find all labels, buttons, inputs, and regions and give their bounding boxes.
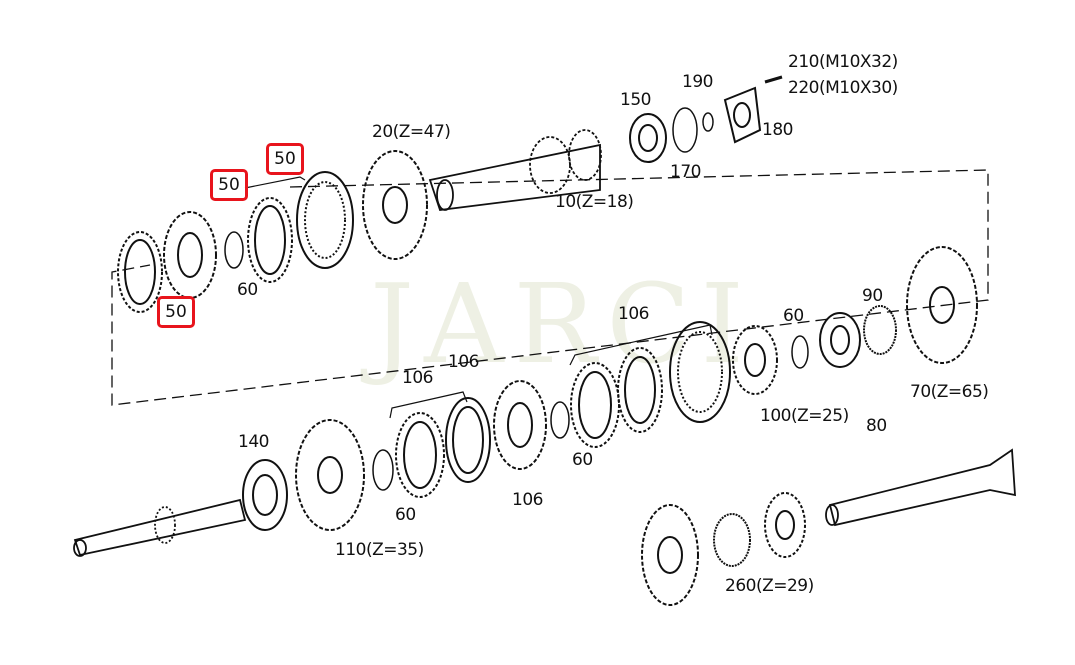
- ring-60d: [372, 449, 394, 491]
- gear-260: [764, 492, 806, 558]
- needle-bearing-90: [863, 305, 897, 355]
- label-90: 90: [862, 286, 883, 306]
- gear-20: [362, 150, 428, 260]
- label-220: 220(M10X30): [788, 78, 898, 98]
- gear-70: [906, 246, 978, 364]
- sleeve-106: [669, 321, 731, 423]
- cover-180: [723, 86, 762, 144]
- label-210: 210(M10X32): [788, 52, 898, 72]
- label-106: 106: [402, 368, 433, 388]
- needle-bearing: [713, 513, 751, 567]
- synchro-ring-106b: [617, 347, 663, 433]
- highlight-50: 50: [210, 169, 248, 201]
- pinion-shaft: [825, 448, 1016, 527]
- label-60: 60: [572, 450, 593, 470]
- label-150: 150: [620, 90, 651, 110]
- bracket-106: [569, 324, 713, 366]
- bearing-140: [242, 459, 288, 531]
- highlight-50: 50: [266, 143, 304, 175]
- label-106: 106: [512, 490, 543, 510]
- gear-100: [732, 325, 778, 395]
- highlight-50: 50: [157, 296, 195, 328]
- bracket-106b: [389, 391, 468, 419]
- label-shaft-10: 10(Z=18): [555, 192, 634, 212]
- label-140: 140: [238, 432, 269, 452]
- synchro-ring-left: [117, 231, 163, 313]
- ring-60c: [550, 401, 570, 439]
- ring-170: [672, 107, 698, 153]
- label-80: 80: [866, 416, 887, 436]
- bracket-50: [244, 176, 306, 189]
- synchro-ring-106c: [395, 412, 445, 498]
- gear-110: [295, 419, 365, 531]
- label-gear-70: 70(Z=65): [910, 382, 989, 402]
- gear-lower-left: [641, 504, 699, 606]
- label-180: 180: [762, 120, 793, 140]
- synchro-ring-106d: [445, 397, 491, 483]
- bolt: [764, 75, 783, 84]
- assembly-dashed-line: [111, 169, 989, 406]
- synchro-ring-106: [570, 362, 620, 448]
- label-60: 60: [395, 505, 416, 525]
- label-190: 190: [682, 72, 713, 92]
- label-gear-100: 100(Z=25): [760, 406, 849, 426]
- label-106: 106: [618, 304, 649, 324]
- sleeve: [296, 171, 354, 269]
- label-106: 106: [448, 352, 479, 372]
- output-shaft: [73, 498, 247, 557]
- label-60: 60: [783, 306, 804, 326]
- label-60: 60: [237, 280, 258, 300]
- collar-80: [819, 312, 861, 368]
- hub-106: [493, 380, 547, 470]
- label-gear-110: 110(Z=35): [335, 540, 424, 560]
- ring-190: [702, 112, 714, 132]
- shaft-10: [428, 129, 602, 211]
- label-gear-20: 20(Z=47): [372, 122, 451, 142]
- snap-ring: [224, 231, 244, 269]
- hub-left: [163, 211, 217, 299]
- label-gear-260: 260(Z=29): [725, 576, 814, 596]
- ring-60: [791, 335, 809, 369]
- label-170: 170: [670, 162, 701, 182]
- bearing-150: [629, 113, 667, 163]
- synchro-ring: [247, 197, 293, 283]
